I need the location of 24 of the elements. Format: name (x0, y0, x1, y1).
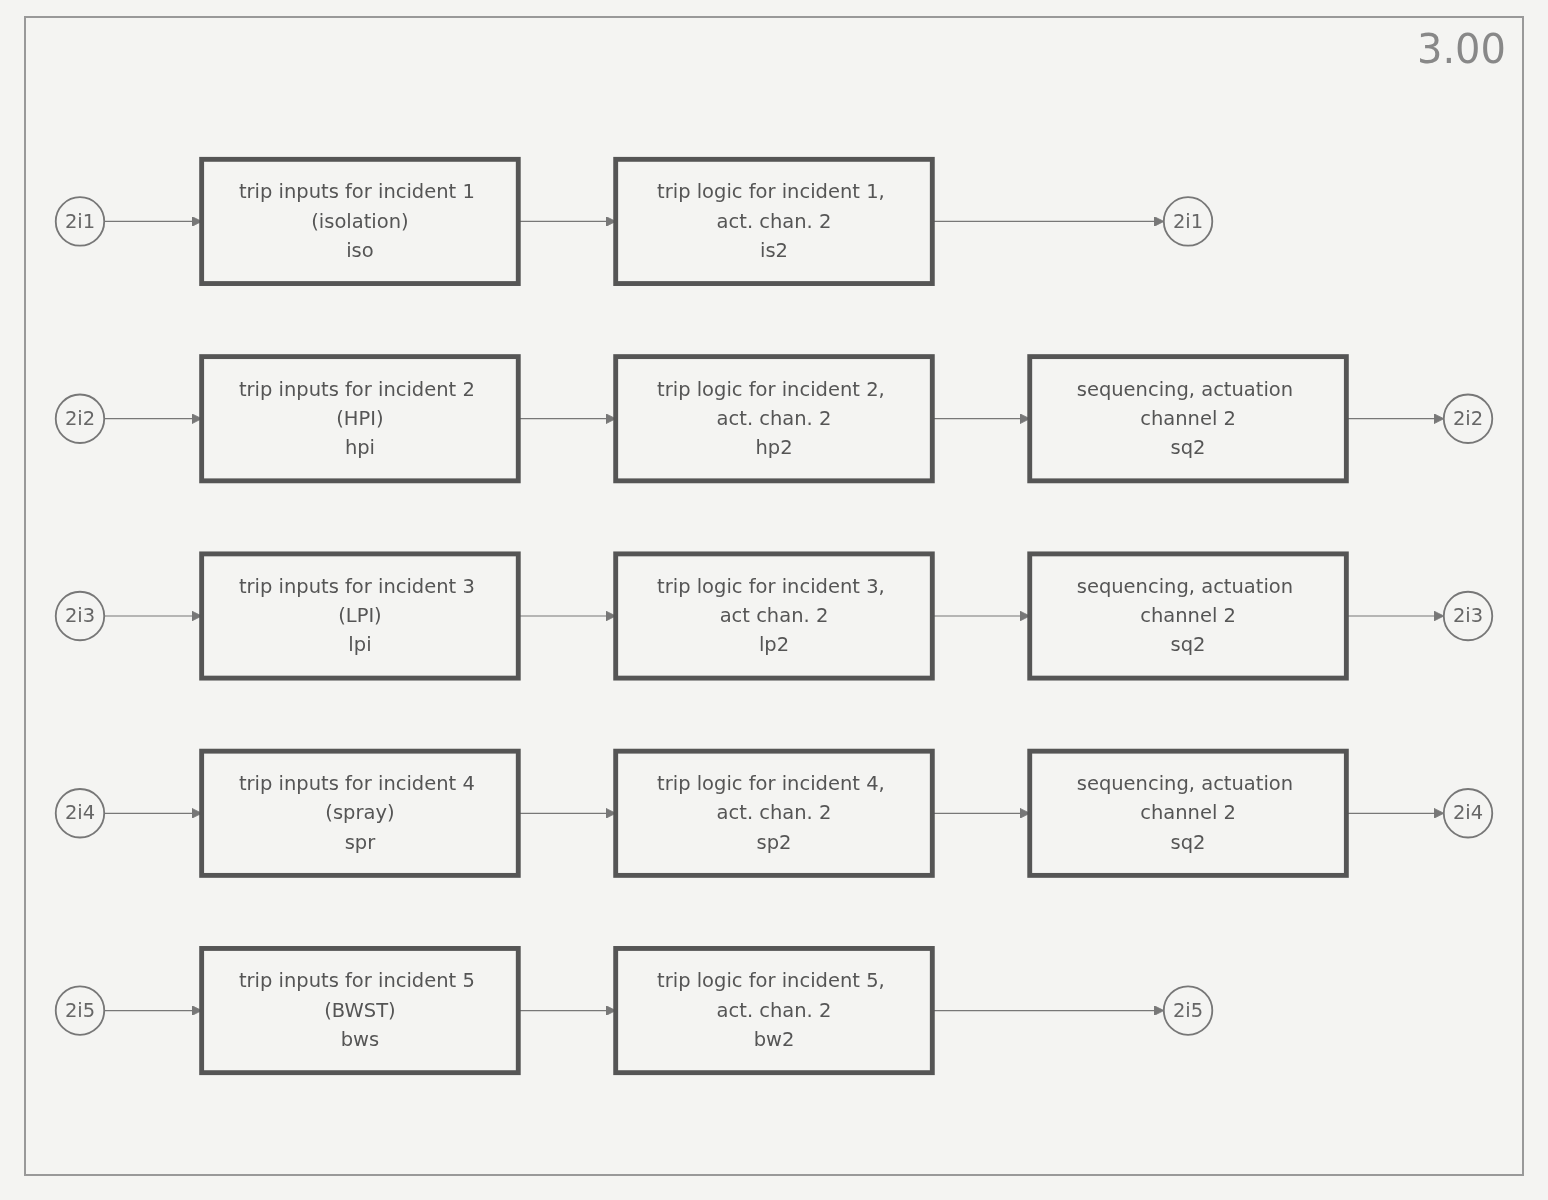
node-box: trip logic for incident 3, act chan. 2 lp2 (613, 551, 935, 681)
node-box: trip logic for incident 2, act. chan. 2 hp2 (613, 354, 935, 484)
node-circle: 2i1 (54, 196, 106, 247)
sheet-number: 3.00 (1416, 26, 1506, 72)
node-circle: 2i4 (1442, 788, 1494, 839)
node-circle: 2i5 (54, 985, 106, 1036)
node-circle: 2i3 (1442, 590, 1494, 642)
node-circle: 2i5 (1162, 985, 1214, 1036)
node-circle: 2i3 (54, 590, 106, 642)
node-box: trip logic for incident 5, act. chan. 2 bw2 (613, 946, 935, 1076)
node-box: sequencing, actuation channel 2 sq2 (1027, 354, 1349, 484)
node-box: trip inputs for incident 1 (isolation) iso (199, 156, 521, 286)
node-box: trip inputs for incident 3 (LPI) lpi (199, 551, 521, 681)
node-box: trip logic for incident 1, act. chan. 2 is2 (613, 156, 935, 286)
node-circle: 2i1 (1162, 196, 1214, 247)
node-box: trip logic for incident 4, act. chan. 2 sp2 (613, 748, 935, 878)
node-box: trip inputs for incident 2 (HPI) hpi (199, 354, 521, 484)
node-box: sequencing, actuation channel 2 sq2 (1027, 551, 1349, 681)
node-box: trip inputs for incident 5 (BWST) bws (199, 946, 521, 1076)
node-box: trip inputs for incident 4 (spray) spr (199, 748, 521, 878)
node-circle: 2i2 (54, 393, 106, 444)
node-box: sequencing, actuation channel 2 sq2 (1027, 748, 1349, 878)
node-circle: 2i2 (1442, 393, 1494, 444)
node-circle: 2i4 (54, 788, 106, 839)
